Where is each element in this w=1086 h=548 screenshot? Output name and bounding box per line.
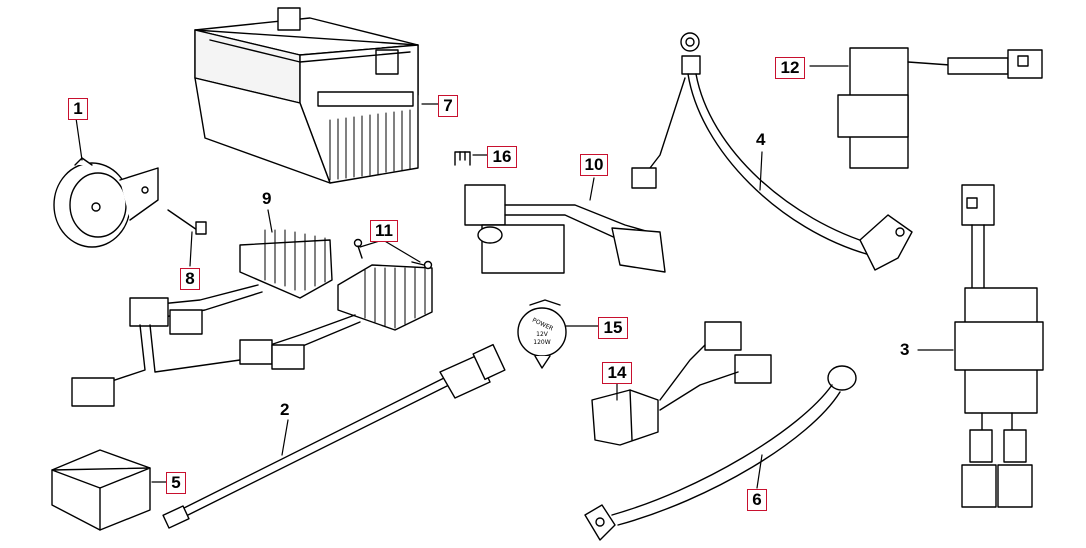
flasher-text-3: 120W xyxy=(533,339,550,346)
horn-part xyxy=(53,157,159,248)
bolt-part xyxy=(167,209,207,235)
callout-7: 7 xyxy=(438,95,458,117)
callout-3: 3 xyxy=(900,340,910,359)
callout-15: 15 xyxy=(598,317,628,339)
callout-1: 1 xyxy=(68,98,88,120)
module-box-part xyxy=(51,449,151,531)
cable-part xyxy=(631,32,913,271)
battery-part xyxy=(194,7,419,184)
callout-8: 8 xyxy=(180,268,200,290)
starter-relay-part xyxy=(464,184,666,274)
clip-part xyxy=(454,151,471,166)
cable-2-part xyxy=(162,343,506,529)
callout-16: 16 xyxy=(487,146,517,168)
callout-2: 2 xyxy=(280,400,290,419)
flasher-part xyxy=(517,299,567,369)
callout-9: 9 xyxy=(262,189,272,208)
callout-5: 5 xyxy=(166,472,186,494)
flasher-text-2: 12V xyxy=(536,331,549,338)
cable-6-part xyxy=(584,365,857,541)
callout-12: 12 xyxy=(775,57,805,79)
callout-4: 4 xyxy=(756,130,766,149)
harness-part xyxy=(591,321,772,446)
callout-6: 6 xyxy=(747,489,767,511)
relay-3-part xyxy=(954,184,1044,508)
callout-10: 10 xyxy=(580,154,608,176)
regulator-part xyxy=(71,229,333,407)
relay-part xyxy=(837,47,1043,169)
regulator-2-part xyxy=(239,238,433,370)
callout-11: 11 xyxy=(370,220,398,242)
callout-14: 14 xyxy=(602,362,632,384)
